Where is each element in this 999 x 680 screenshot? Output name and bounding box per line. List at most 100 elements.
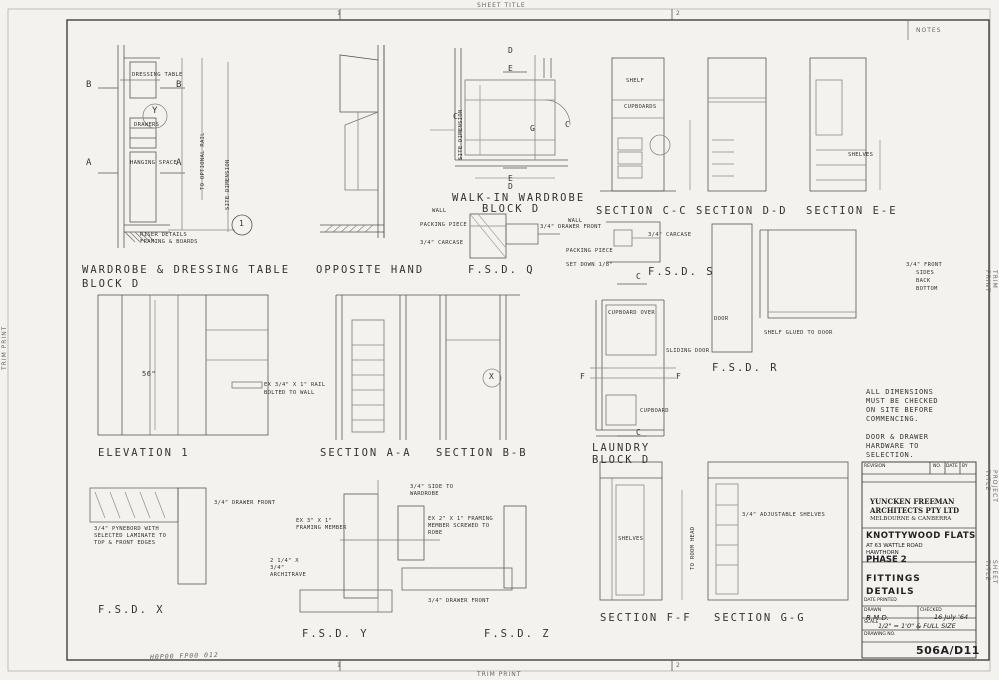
fsd-s-detail bbox=[606, 221, 661, 263]
laundry-note-cupboard-over: CUPBOARD OVER bbox=[608, 310, 655, 316]
fsd-s-title: F.S.D. S bbox=[648, 266, 715, 278]
scale-label: SCALE bbox=[864, 620, 879, 625]
fsd-q-note-drawer: 3/4" DRAWER FRONT bbox=[540, 224, 602, 230]
section-ff-note-shelves: SHELVES bbox=[618, 536, 644, 542]
general-note-line: ALL DIMENSIONS bbox=[866, 388, 934, 396]
fsd-y-title: F.S.D. Y bbox=[302, 628, 369, 640]
fsd-r-note-door: DOOR bbox=[714, 316, 729, 322]
project-phase: PHASE 2 bbox=[866, 555, 907, 565]
section-gg bbox=[707, 461, 849, 601]
section-cc-note-cupboards: CUPBOARDS bbox=[624, 104, 657, 110]
section-cc bbox=[600, 57, 691, 192]
marker-e-bottom: E bbox=[508, 174, 514, 183]
grid-number-1: 1 bbox=[337, 10, 342, 17]
wardrobe-title: WARDROBE & DRESSING TABLE bbox=[82, 264, 291, 276]
wardrobe-note-riser: RISER DETAILS bbox=[140, 232, 187, 238]
walk-in-heading: WALK-IN WARDROBE bbox=[452, 192, 586, 204]
fsd-r-title: F.S.D. R bbox=[712, 362, 779, 374]
fsd-s-note-packing: PACKING PIECE bbox=[566, 248, 613, 254]
fsd-r-note-back: BACK bbox=[916, 278, 931, 284]
fsd-z-note-drawer: 3/4" DRAWER FRONT bbox=[428, 598, 490, 604]
rev-header-no: NO. bbox=[933, 464, 942, 469]
sheet-title-2: DETAILS bbox=[866, 587, 915, 597]
marker-c-right: C bbox=[565, 120, 571, 129]
project-name: KNOTTYWOOD FLATS bbox=[866, 531, 976, 541]
laundry-title: LAUNDRY bbox=[592, 442, 651, 454]
marker-b-left: B bbox=[86, 80, 92, 90]
marker-a-left: A bbox=[86, 158, 92, 168]
project-address-2: HAWTHORN bbox=[866, 550, 899, 556]
laundry-note-cupboard: CUPBOARD bbox=[640, 408, 669, 414]
marker-a-right: A bbox=[176, 158, 182, 168]
checked-label: CHECKED bbox=[920, 608, 942, 613]
date-value: 16 July '64 bbox=[934, 613, 969, 621]
section-dd-title: SECTION D-D bbox=[696, 205, 788, 217]
fsd-s-note-carcase: 3/4" CARCASE bbox=[648, 232, 692, 238]
rev-header-date: DATE bbox=[946, 464, 958, 469]
section-bb-title: SECTION B-B bbox=[436, 447, 528, 459]
scale-value: 1/2" = 1'0" & FULL SIZE bbox=[878, 622, 956, 630]
section-ee-note-shelves: SHELVES bbox=[848, 152, 874, 158]
elevation-1 bbox=[97, 294, 269, 436]
grid-number-1-bottom: 1 bbox=[337, 662, 342, 669]
grid-number-2-bottom: 2 bbox=[676, 662, 681, 669]
right-edge-label-3: SHEET TITLE bbox=[984, 560, 998, 585]
notes-heading: NOTES bbox=[916, 27, 942, 34]
elevation-title: ELEVATION 1 bbox=[98, 447, 190, 459]
fsd-x-title: F.S.D. X bbox=[98, 604, 165, 616]
marker-c-left: C bbox=[453, 112, 459, 121]
wardrobe-subtitle: BLOCK D bbox=[82, 278, 141, 290]
marker-1: 1 bbox=[239, 219, 245, 228]
section-aa-bb bbox=[335, 294, 520, 440]
section-ee-title: SECTION E-E bbox=[806, 205, 898, 217]
walk-in-subheading: BLOCK D bbox=[482, 203, 541, 215]
fsd-q-note-carcase: 3/4" CARCASE bbox=[420, 240, 464, 246]
fsd-q-note-packing: PACKING PIECE bbox=[420, 222, 467, 228]
wardrobe-note-framing: FRAMING & BOARDS bbox=[140, 239, 198, 245]
general-note-line: MUST BE CHECKED bbox=[866, 397, 939, 405]
fsd-z-title: F.S.D. Z bbox=[484, 628, 551, 640]
section-dd bbox=[707, 57, 767, 192]
elevation-note-bolted: BOLTED TO WALL bbox=[264, 390, 315, 396]
fsd-y-note-side: 3/4" SIDE TO WARDROBE bbox=[410, 484, 454, 497]
section-ff-note-head: TO ROOM HEAD bbox=[690, 526, 696, 570]
fsd-r-detail bbox=[711, 223, 857, 353]
general-note-line: DOOR & DRAWER bbox=[866, 433, 929, 441]
marker-e-top: E bbox=[508, 64, 514, 73]
opposite-hand-plan bbox=[320, 45, 385, 238]
firm-name-line3: MELBOURNE & CANBERRA bbox=[870, 516, 952, 522]
marker-d-top: D bbox=[508, 46, 514, 55]
drawn-label: DRAWN bbox=[864, 608, 882, 613]
left-edge-label: TRIM PRINT bbox=[1, 325, 8, 370]
fsd-s-note-setdown: SET DOWN 1/8" bbox=[566, 262, 613, 268]
right-edge-label-2: PROJECT TITLE bbox=[984, 470, 998, 503]
date-printed-label: DATE PRINTED bbox=[864, 598, 897, 603]
marker-f-right: F bbox=[676, 372, 682, 381]
general-note-line: COMMENCING. bbox=[866, 415, 919, 423]
fsd-y-note-framing: EX 3" X 1" FRAMING MEMBER bbox=[296, 518, 347, 531]
marker-g: G bbox=[530, 124, 536, 133]
fsd-q-detail bbox=[469, 213, 560, 259]
rev-header-revision: REVISION bbox=[864, 464, 886, 469]
section-ff bbox=[599, 461, 683, 601]
section-gg-note: 3/4" ADJUSTABLE SHELVES bbox=[742, 512, 826, 518]
marker-c-laundry-top: C bbox=[636, 272, 642, 281]
title-block bbox=[861, 461, 977, 659]
marker-f-left: F bbox=[580, 372, 586, 381]
general-note-line: HARDWARE TO bbox=[866, 442, 919, 450]
wardrobe-note-dressing: DRESSING TABLE bbox=[132, 72, 183, 78]
section-cc-title: SECTION C-C bbox=[596, 205, 688, 217]
marker-b-right: B bbox=[176, 80, 182, 90]
fsd-x-note-pynebord: 3/4" PYNEBORD WITH SELECTED LAMINATE TO … bbox=[94, 526, 167, 546]
drawing-number: 506A/D11 bbox=[916, 644, 980, 657]
wardrobe-note-drawers: DRAWERS bbox=[134, 122, 160, 128]
marker-c-laundry-bottom: C bbox=[636, 428, 642, 437]
fsd-z-note-framing: EX 2" X 1" FRAMING MEMBER SCREWED TO ROB… bbox=[428, 516, 494, 536]
laundry-plan bbox=[590, 283, 676, 437]
drawn-value: R.M.D. bbox=[866, 614, 889, 622]
general-note-line: ON SITE BEFORE bbox=[866, 406, 934, 414]
fsd-y-z-detail bbox=[299, 480, 527, 613]
right-edge-label-1: TRIM PRINT bbox=[984, 270, 998, 293]
section-cc-note-shelf: SHELF bbox=[626, 78, 645, 84]
